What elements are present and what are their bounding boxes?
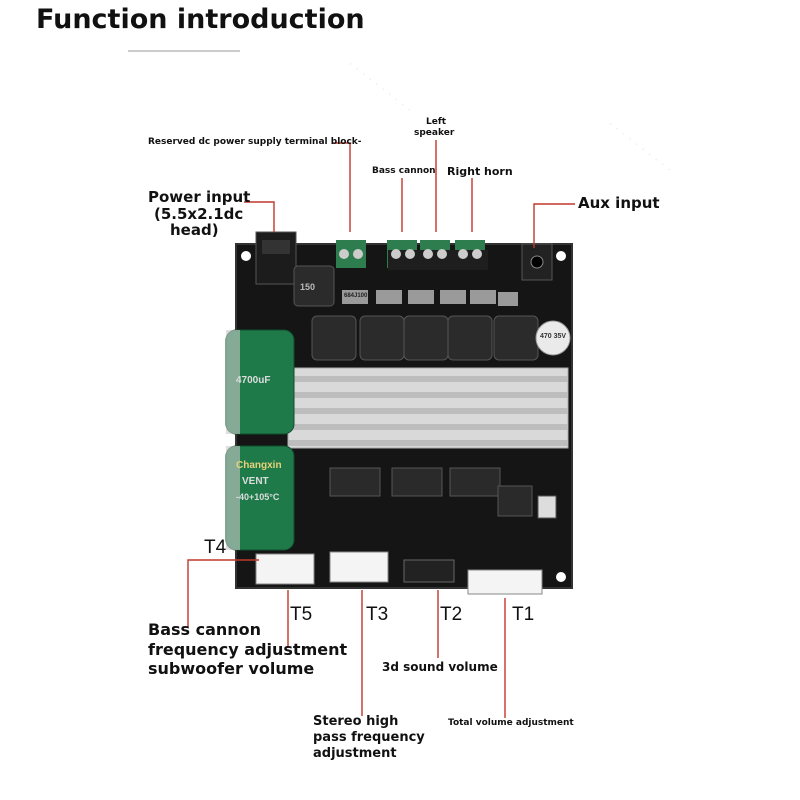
- label-total-volume: Total volume adjustment: [448, 718, 574, 728]
- capacitor-brand: Changxin: [236, 460, 282, 471]
- inductors: [293, 265, 539, 361]
- label-reserved-dc-terminal: Reserved dc power supply terminal block-: [148, 137, 362, 147]
- capacitor-text-vent: VENT: [242, 476, 269, 487]
- leader-t4: [187, 559, 259, 628]
- smd-marking: 684J100: [344, 293, 368, 299]
- label-power-input-3: head): [170, 221, 219, 239]
- label-bass-frequency-1: Bass cannon: [148, 620, 262, 639]
- label-aux-input: Aux input: [578, 194, 660, 212]
- knob-label-t3: T3: [366, 604, 389, 625]
- terminal-blocks: [336, 240, 488, 270]
- label-left-speaker-2: speaker: [414, 128, 455, 138]
- label-left-speaker-1: Left: [426, 117, 447, 127]
- bulk-capacitors: [225, 329, 295, 551]
- leader-power-input: [244, 201, 275, 232]
- label-stereo-high-pass-3: adjustment: [313, 746, 397, 761]
- label-power-input-2: (5.5x2.1dc: [154, 205, 244, 223]
- leader-aux-input: [533, 203, 575, 248]
- capacitor-text-temp: -40+105°C: [236, 492, 280, 502]
- inductor-marking: 150: [300, 282, 316, 292]
- integrated-circuits: [329, 467, 557, 519]
- label-stereo-high-pass-1: Stereo high: [313, 714, 399, 729]
- small-capacitor-text: 470 35V: [540, 333, 567, 340]
- capacitor-text-value: 4700uF: [236, 375, 271, 386]
- leader-reserved-dc: [332, 142, 351, 232]
- knob-label-t2: T2: [440, 604, 463, 625]
- label-3d-sound-volume: 3d sound volume: [382, 660, 498, 674]
- label-bass-cannon-terminal: Bass cannon: [372, 166, 436, 176]
- label-stereo-high-pass-2: pass frequency: [313, 730, 425, 745]
- knob-label-t5: T5: [290, 604, 313, 625]
- heatsink: [287, 367, 569, 449]
- label-right-horn: Right horn: [447, 165, 513, 178]
- leader-lines: [187, 140, 575, 718]
- label-power-input-1: Power input: [148, 188, 251, 206]
- potentiometer-connectors: [255, 551, 543, 595]
- label-bass-frequency-2: frequency adjustment: [148, 640, 348, 659]
- smd-capacitor-row: [342, 290, 518, 306]
- mounting-hole: [241, 251, 251, 261]
- mounting-hole: [556, 251, 566, 261]
- label-bass-frequency-3: subwoofer volume: [148, 659, 315, 678]
- mounting-hole: [556, 572, 566, 582]
- small-capacitor: [535, 320, 571, 356]
- knob-label-t1: T1: [512, 604, 535, 625]
- power-jack: [255, 231, 297, 285]
- title-underline: [128, 50, 240, 52]
- page-title: Function introduction: [36, 4, 365, 35]
- knob-label-t4: T4: [204, 537, 227, 558]
